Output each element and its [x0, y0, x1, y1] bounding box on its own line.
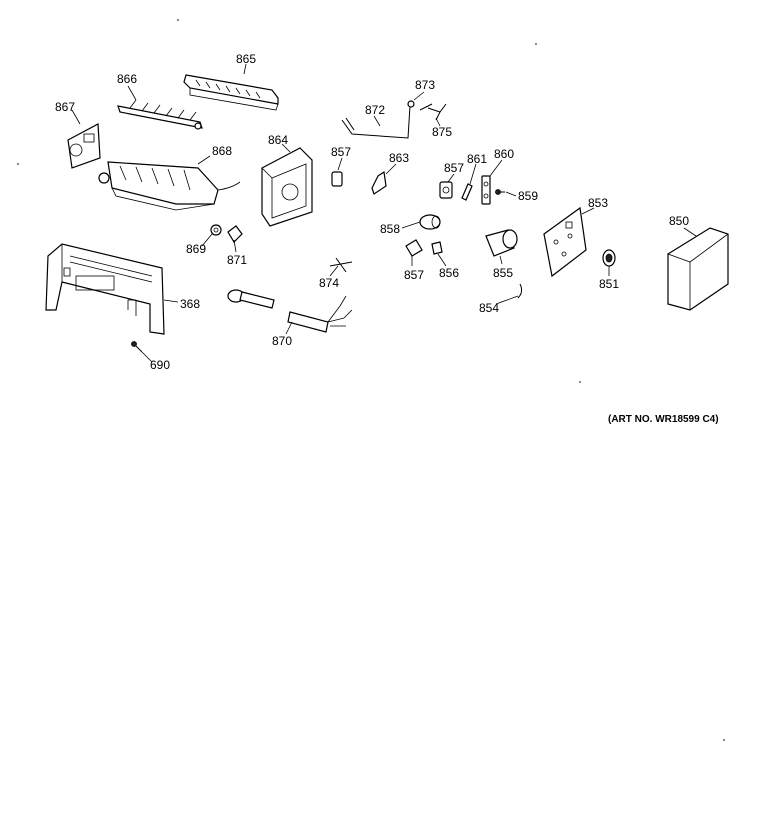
part-873-clip	[407, 100, 415, 108]
part-870-fill-tube	[227, 289, 353, 333]
part-864-frame-box	[261, 147, 313, 227]
label-859: 859	[518, 189, 538, 203]
label-857-c: 857	[404, 268, 424, 282]
label-861: 861	[467, 152, 487, 166]
part-875-spring	[419, 103, 447, 121]
part-869-nut	[210, 224, 222, 236]
label-856: 856	[439, 266, 459, 280]
part-690-screw	[131, 341, 143, 353]
part-856-clip	[431, 241, 443, 255]
part-874-wire-clip	[329, 257, 353, 273]
label-860: 860	[494, 147, 514, 161]
label-854: 854	[479, 301, 499, 315]
part-868-ice-maker-mold	[98, 161, 241, 211]
part-851-gear	[602, 249, 616, 267]
part-labels: 865 866 867 868 864 872 873 875 857 863 …	[55, 52, 689, 372]
label-867: 867	[55, 100, 75, 114]
part-368-mounting-panel	[45, 243, 165, 335]
leader-lines	[71, 63, 697, 363]
label-865: 865	[236, 52, 256, 66]
part-871-washer	[227, 225, 243, 243]
part-853-control-board	[543, 206, 587, 278]
label-368: 368	[180, 297, 200, 311]
label-857-a: 857	[331, 145, 351, 159]
part-858-valve-connector	[419, 214, 441, 230]
label-869: 869	[186, 242, 206, 256]
part-857-switch-c	[405, 239, 423, 257]
label-851: 851	[599, 277, 619, 291]
part-872-shutoff-arm	[341, 105, 411, 139]
part-855-motor	[485, 229, 518, 257]
label-690: 690	[150, 358, 170, 372]
part-857-switch-b	[439, 181, 453, 199]
part-865-ice-ejector-bar	[183, 74, 279, 111]
label-872: 872	[365, 103, 385, 117]
part-866-ejector-blades	[117, 99, 203, 130]
label-874: 874	[319, 276, 339, 290]
label-870: 870	[272, 334, 292, 348]
part-863-lever	[371, 170, 387, 195]
label-873: 873	[415, 78, 435, 92]
label-858: 858	[380, 222, 400, 236]
part-854-wire	[517, 283, 523, 299]
part-857-switch-a	[331, 171, 343, 187]
part-860-switch-bracket	[481, 175, 491, 205]
label-864: 864	[268, 133, 288, 147]
part-859-screw	[495, 189, 505, 195]
part-861-bracket	[461, 183, 473, 201]
label-857-b: 857	[444, 161, 464, 175]
label-850: 850	[669, 214, 689, 228]
label-853: 853	[588, 196, 608, 210]
label-863: 863	[389, 151, 409, 165]
scan-specks	[17, 19, 725, 741]
label-871: 871	[227, 253, 247, 267]
art-number-caption: (ART NO. WR18599 C4)	[608, 414, 719, 425]
label-855: 855	[493, 266, 513, 280]
part-850-cover	[667, 227, 729, 311]
part-867-motor-housing	[67, 123, 101, 169]
label-868: 868	[212, 144, 232, 158]
label-866: 866	[117, 72, 137, 86]
label-875: 875	[432, 125, 452, 139]
